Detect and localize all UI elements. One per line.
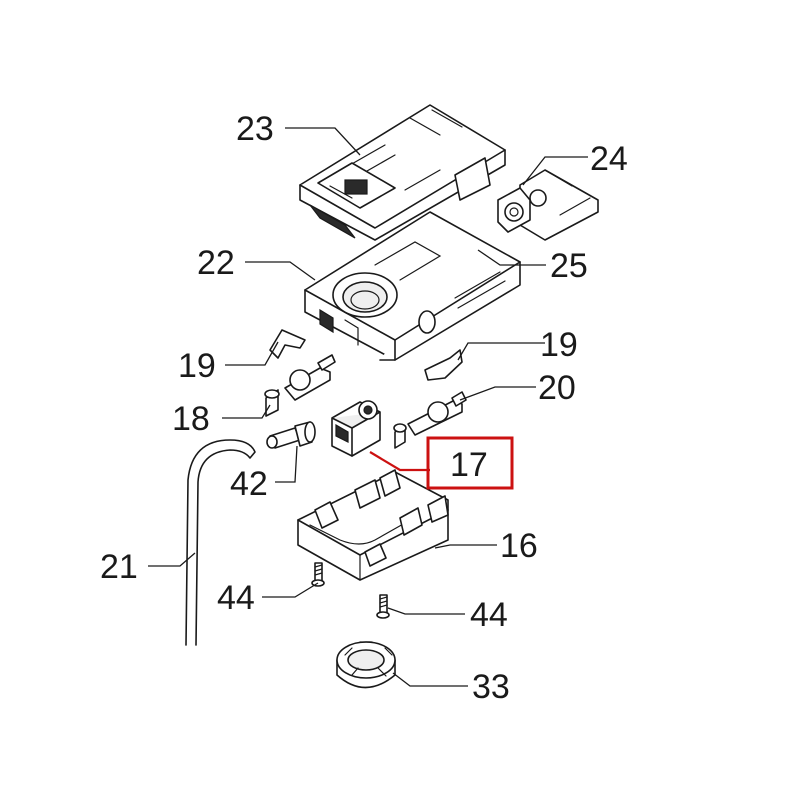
callout-24[interactable]: 24 xyxy=(590,140,628,178)
leader-42 xyxy=(275,445,298,483)
part-19b-clip[interactable] xyxy=(424,349,463,381)
leader-18 xyxy=(222,404,271,419)
callout-44a[interactable]: 44 xyxy=(217,579,255,617)
callout-44b[interactable]: 44 xyxy=(470,596,508,634)
leader-16 xyxy=(434,544,497,549)
leader-21 xyxy=(148,552,196,567)
leader-25 xyxy=(477,249,546,266)
callout-19a[interactable]: 19 xyxy=(178,347,216,385)
part-18-pin[interactable] xyxy=(264,354,336,417)
leader-24 xyxy=(522,156,588,186)
callout-23[interactable]: 23 xyxy=(236,110,274,148)
callout-25[interactable]: 25 xyxy=(550,247,588,285)
part-20-pin[interactable] xyxy=(393,391,467,449)
leader-33 xyxy=(392,672,468,687)
part-17-valve[interactable] xyxy=(331,400,381,457)
callout-16[interactable]: 16 xyxy=(500,527,538,565)
part-23-cover[interactable] xyxy=(299,104,506,241)
leader-19a xyxy=(225,341,279,366)
leader-44b xyxy=(387,607,465,615)
callout-33[interactable]: 33 xyxy=(472,668,510,706)
callout-labels: 23 24 22 25 19 19 18 20 42 17 21 16 44 4… xyxy=(100,110,628,706)
part-44b-screw[interactable] xyxy=(376,594,390,619)
part-42-nozzle[interactable] xyxy=(266,421,316,449)
callout-20[interactable]: 20 xyxy=(538,369,576,407)
callout-17[interactable]: 17 xyxy=(450,446,488,484)
leader-23 xyxy=(285,127,361,156)
part-22-housing[interactable] xyxy=(304,211,521,361)
callout-42[interactable]: 42 xyxy=(230,465,268,503)
part-44a-screw[interactable] xyxy=(311,562,325,587)
leader-20 xyxy=(459,386,536,401)
part-16-base[interactable] xyxy=(297,469,449,581)
leader-lines xyxy=(148,127,588,687)
leader-22 xyxy=(245,261,316,281)
part-33-nut[interactable] xyxy=(336,641,396,689)
highlight-box xyxy=(426,436,514,490)
part-24-lever[interactable] xyxy=(497,169,599,241)
callout-22[interactable]: 22 xyxy=(197,244,235,282)
leader-44a xyxy=(262,582,319,598)
callout-18[interactable]: 18 xyxy=(172,400,210,438)
callout-21[interactable]: 21 xyxy=(100,548,138,586)
callout-19b[interactable]: 19 xyxy=(540,326,578,364)
leader-19b xyxy=(457,342,545,361)
part-21-tube[interactable] xyxy=(185,439,256,646)
part-19a-clip[interactable] xyxy=(269,329,306,359)
leader-17 xyxy=(369,451,430,472)
